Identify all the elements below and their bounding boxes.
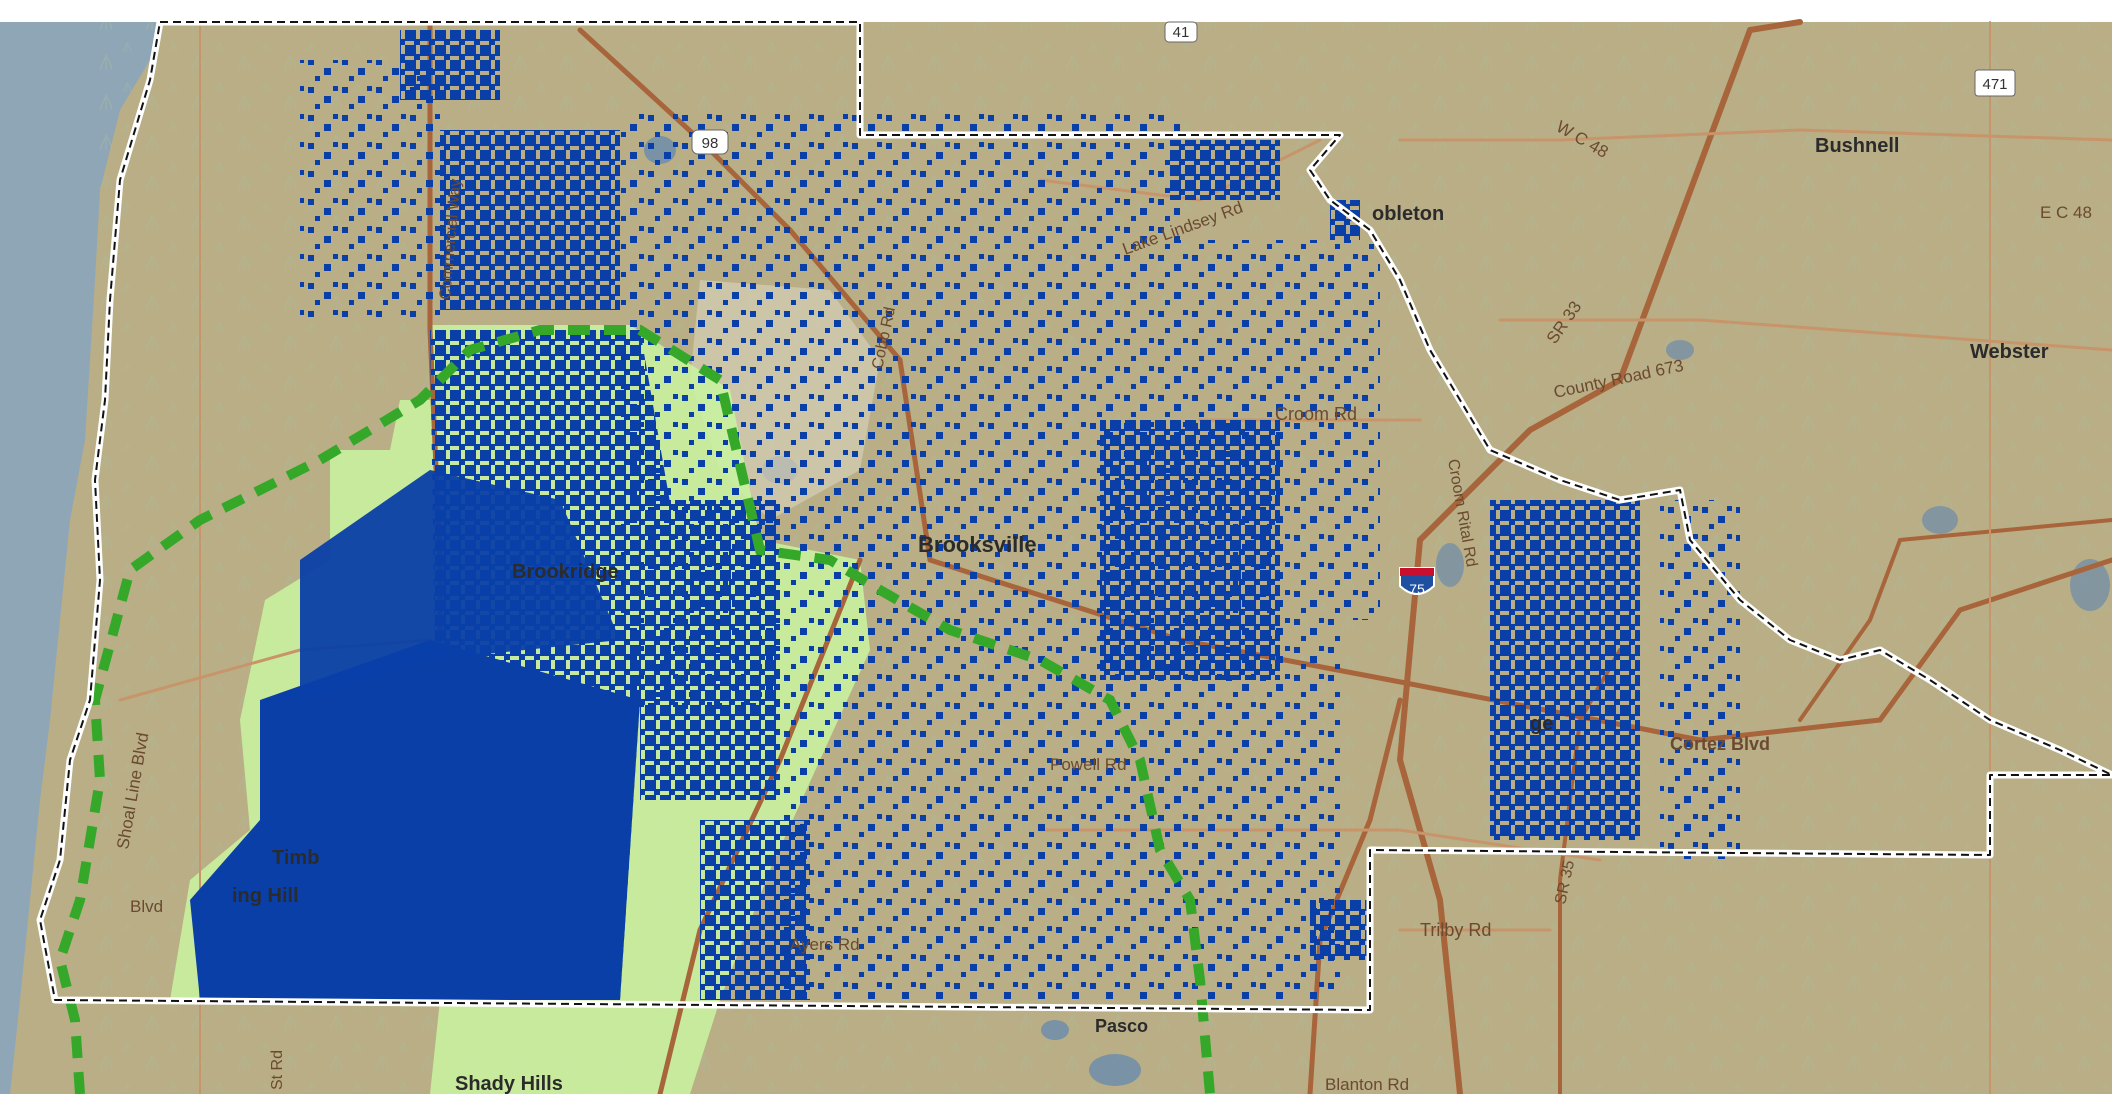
lake <box>1666 340 1694 360</box>
place-label-webster: Webster <box>1970 341 2049 363</box>
svg-text:98: 98 <box>702 135 719 152</box>
dashed-route <box>54 325 1215 1094</box>
road-label-ayers-rd: Ayers Rd <box>790 935 860 954</box>
sr-471-shield: 471 <box>1974 69 2016 97</box>
lake <box>1041 1020 1069 1040</box>
i-75-shield: 75 <box>1399 567 1435 597</box>
place-label-pasco: Pasco <box>1095 1016 1148 1036</box>
road-label-powell-rd: Powell Rd <box>1050 755 1127 774</box>
place-label-timber-pines: Timb <box>272 847 319 869</box>
road-label-blanton-rd: Blanton Rd <box>1325 1075 1409 1094</box>
us-41-shield: 41 <box>1164 21 1198 43</box>
us-98-shield: 98 <box>691 129 729 155</box>
county-boundary-dash <box>39 21 2112 1011</box>
svg-text:41: 41 <box>1173 24 1190 41</box>
road-label-trilby-rd: Trilby Rd <box>1420 920 1491 940</box>
svg-text:75: 75 <box>1409 581 1425 597</box>
gulf-water <box>0 22 160 1094</box>
road-label-e-c-48: E C 48 <box>2040 203 2092 222</box>
place-label-shady-hills: Shady Hills <box>455 1073 563 1094</box>
lake <box>1089 1054 1141 1086</box>
lake <box>1436 543 1464 587</box>
svg-text:471: 471 <box>1982 76 2007 93</box>
road-label-st-rd: St Rd <box>269 1050 286 1090</box>
place-label-ridge: ge <box>1530 713 1553 735</box>
place-label-brookridge: Brookridge <box>512 561 619 583</box>
road-label-cortez-blvd-east: Cortez Blvd <box>1670 734 1770 754</box>
point-clusters-sparse <box>300 60 1740 1000</box>
place-label-brooksville: Brooksville <box>918 532 1037 557</box>
road-label-blvd: Blvd <box>130 897 163 916</box>
place-label-ridge-manor: obleton <box>1372 203 1444 225</box>
lake <box>1922 506 1958 534</box>
road-label-croom-rd: Croom Rd <box>1275 404 1357 424</box>
place-label-spring-hill: ing Hill <box>232 885 299 907</box>
top-blank-strip <box>0 0 2112 22</box>
place-label-bushnell: Bushnell <box>1815 135 1899 157</box>
